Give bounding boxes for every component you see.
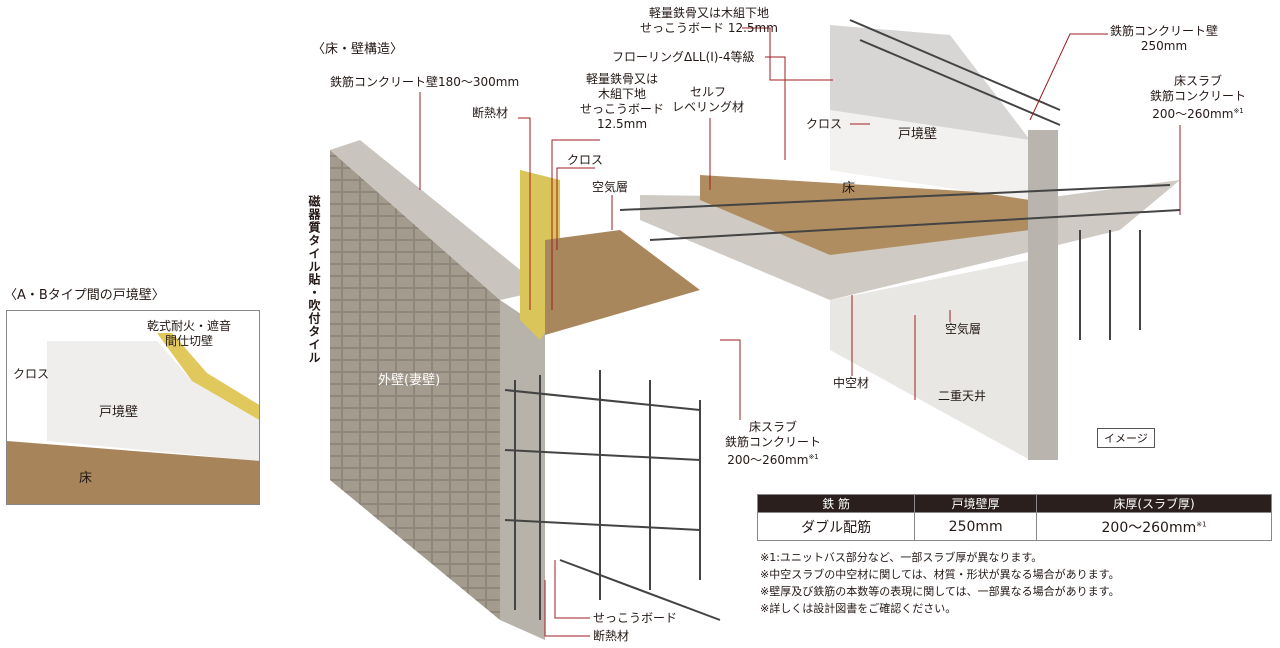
label-lgs-left: 軽量鉄骨又は 木組下地 せっこうボード 12.5mm <box>580 72 665 131</box>
label-floor: 床 <box>842 181 856 196</box>
label-gypsum: せっこうボード <box>593 611 678 625</box>
spec-table: 鉄 筋 戸境壁厚 床厚(スラブ厚) ダブル配筋 250mm 200〜260mm※… <box>756 494 1272 541</box>
table-row: ダブル配筋 250mm 200〜260mm※1 <box>756 512 1272 541</box>
label-insulation-top: 断熱材 <box>472 106 509 120</box>
inset-label-wall: 戸境壁 <box>99 405 139 420</box>
label-cloth-left: クロス <box>567 153 604 167</box>
outer-wall-edge <box>500 300 545 640</box>
inset-label-floor: 床 <box>79 471 93 486</box>
label-slab-center: 床スラブ 鉄筋コンクリート 200〜260mm※1 <box>725 420 821 468</box>
label-partition-wall: 戸境壁 <box>898 127 938 142</box>
footnote-mark: ※1 <box>1196 519 1207 528</box>
label-cloth-right: クロス <box>806 117 843 131</box>
label-self-leveling: セルフ レベリング材 <box>672 85 745 114</box>
table-header-row: 鉄 筋 戸境壁厚 床厚(スラブ厚) <box>756 494 1272 513</box>
footnote-mark: ※1 <box>1233 107 1244 115</box>
label-rc-wall-250: 鉄筋コンクリート壁 250mm <box>1110 24 1219 53</box>
label-outer-wall: 外壁(妻壁) <box>378 373 441 388</box>
table-header: 床厚(スラブ厚) <box>1036 494 1272 513</box>
inset-label-cloth: クロス <box>13 367 50 381</box>
inset-illustration <box>7 333 259 504</box>
inset-diagram: 乾式耐火・遮音 間仕切壁 クロス 戸境壁 床 <box>6 310 260 505</box>
label-slab-right: 床スラブ 鉄筋コンクリート 200〜260mm※1 <box>1150 74 1246 122</box>
inset-title: 〈A・Bタイプ間の戸境壁〉 <box>4 288 165 303</box>
label-rc-wall-outer: 鉄筋コンクリート壁180〜300mm <box>330 75 520 89</box>
table-cell: ダブル配筋 <box>756 512 916 541</box>
note: ※詳しくは設計図書をご確認ください。 <box>760 602 957 615</box>
label-insulation-bottom: 断熱材 <box>593 629 630 643</box>
inset-label-partition: 乾式耐火・遮音 間仕切壁 <box>147 319 232 348</box>
label-flooring: フローリングΔLL(Ⅰ)-4等級 <box>612 50 755 64</box>
note: ※壁厚及び鉄筋の本数等の表現に関しては、一部異なる場合があります。 <box>760 585 1120 598</box>
slab-center-text: 床スラブ 鉄筋コンクリート 200〜260mm <box>725 420 822 467</box>
label-hollow: 中空材 <box>833 376 870 390</box>
section-title: 〈床・壁構造〉 <box>312 42 404 57</box>
slab-right-text: 床スラブ 鉄筋コンクリート 200〜260mm <box>1150 74 1247 121</box>
label-tile: 磁器質タイル貼・吹付タイル <box>307 195 321 364</box>
label-lgs-top: 軽量鉄骨又は木組下地 せっこうボード 12.5mm <box>640 6 778 35</box>
table-cell: 200〜260mm※1 <box>1036 512 1272 541</box>
ceiling <box>830 260 1030 460</box>
note: ※中空スラブの中空材に関しては、材質・形状が異なる場合があります。 <box>760 568 1120 581</box>
notes: ※1:ユニットバス部分など、一部スラブ厚が異なります。 ※中空スラブの中空材に関… <box>760 549 1120 617</box>
table-cell: 250mm <box>914 512 1038 541</box>
slab-thickness: 200〜260mm <box>1101 519 1197 536</box>
table-header: 鉄 筋 <box>756 494 916 513</box>
image-tag: イメージ <box>1097 428 1155 448</box>
table-header: 戸境壁厚 <box>914 494 1038 513</box>
label-air-layer-left: 空気層 <box>592 180 629 194</box>
left-floor <box>545 230 700 335</box>
outer-brick-wall <box>330 150 500 620</box>
label-double-ceiling: 二重天井 <box>938 389 987 403</box>
label-air-layer: 空気層 <box>945 322 982 336</box>
footnote-mark: ※1 <box>808 453 819 461</box>
note: ※1:ユニットバス部分など、一部スラブ厚が異なります。 <box>760 551 1043 564</box>
